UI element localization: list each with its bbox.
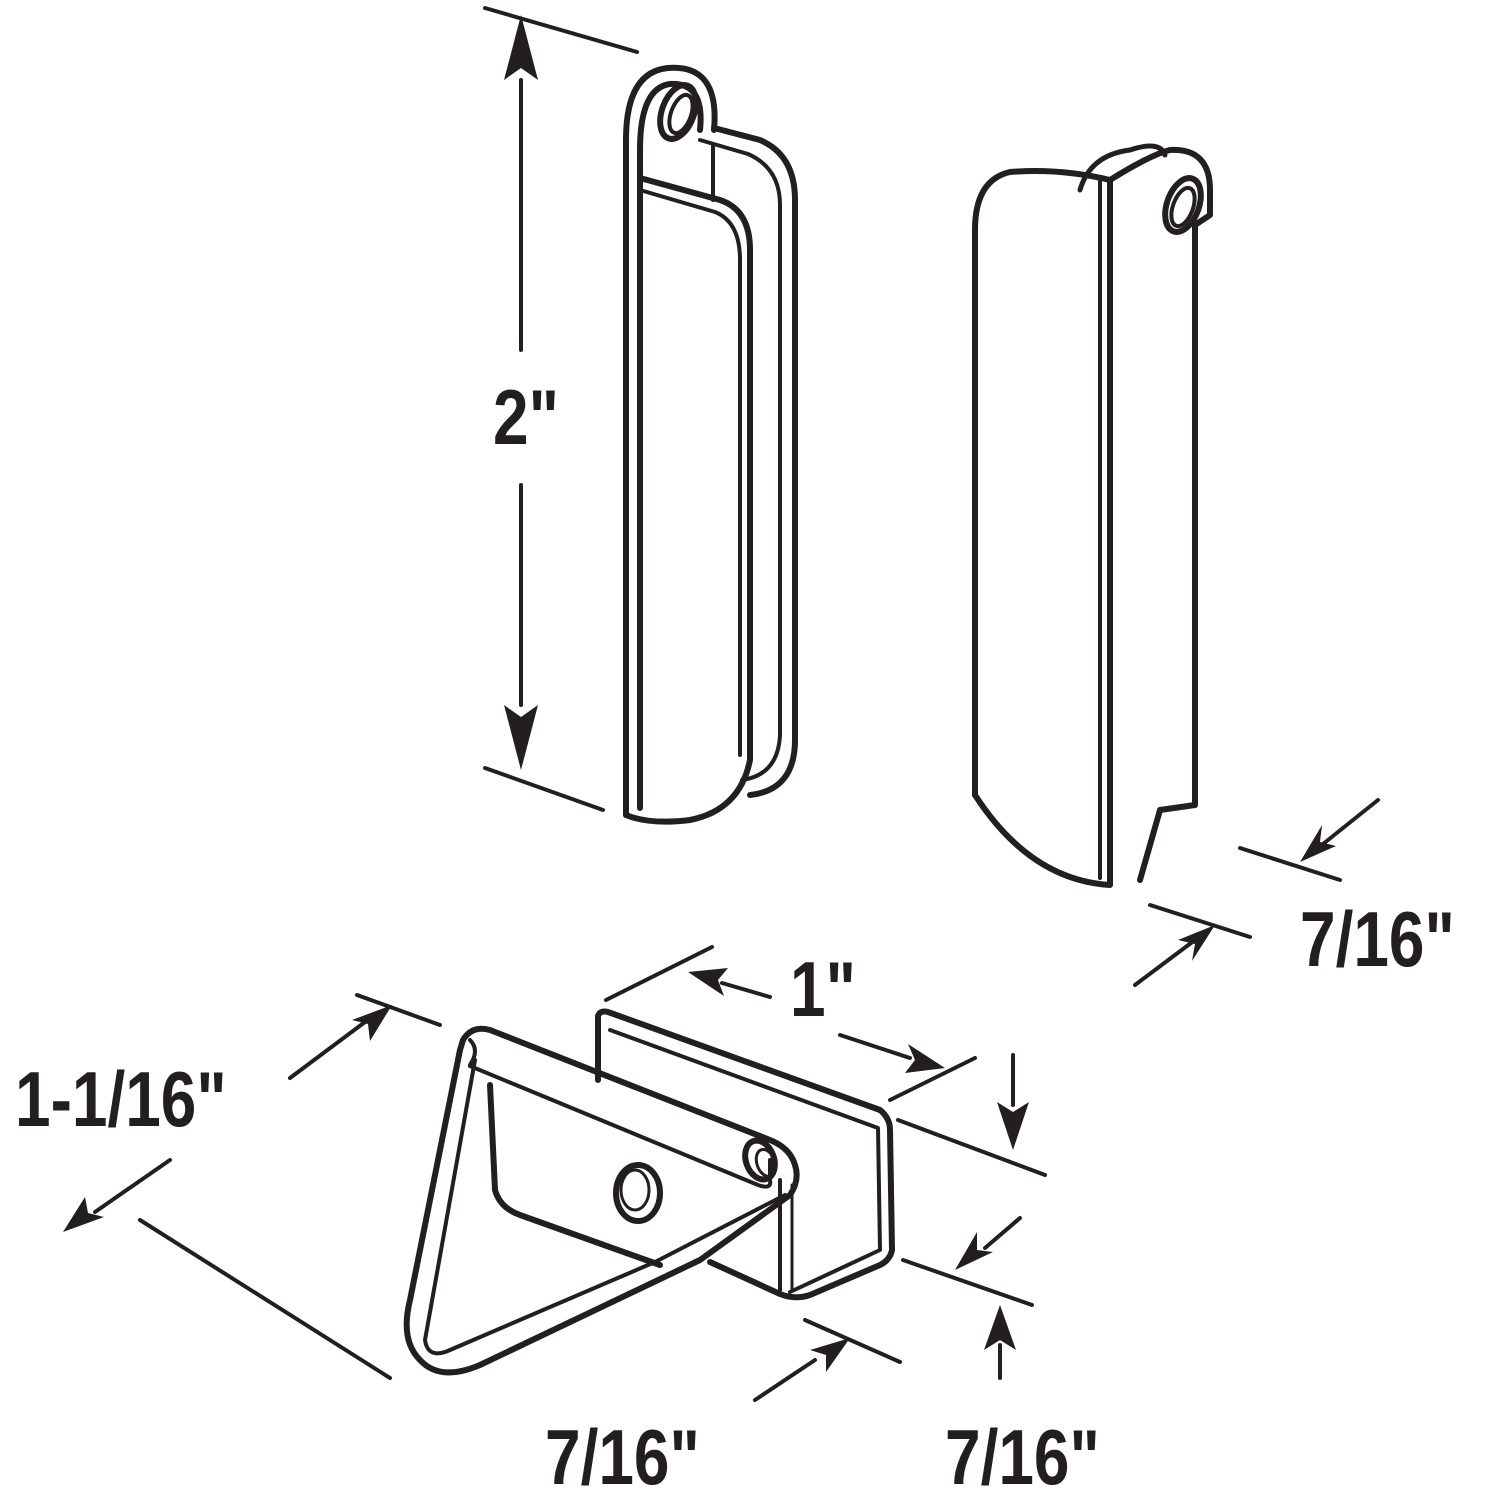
bracket-depth-label: 7/16" xyxy=(545,1413,700,1501)
bracket-length-label: 1" xyxy=(790,945,856,1033)
latch-left xyxy=(623,64,798,825)
bracket-length-dimension xyxy=(604,945,977,1102)
ring-width-dimension xyxy=(63,993,442,1380)
height-label: 2" xyxy=(493,373,559,461)
height-dimension xyxy=(483,6,639,812)
ring-width-label: 1-1/16" xyxy=(15,1055,227,1143)
bracket-height-label: 7/16" xyxy=(945,1413,1100,1501)
bracket-depth-dimension xyxy=(753,1318,902,1402)
latch-depth-label: 7/16" xyxy=(1300,895,1455,983)
pull-ring-bracket xyxy=(403,1008,895,1376)
latch-right xyxy=(972,143,1213,888)
bracket-height-dimension xyxy=(896,1053,1047,1380)
latch-depth-dimension xyxy=(1133,798,1380,987)
